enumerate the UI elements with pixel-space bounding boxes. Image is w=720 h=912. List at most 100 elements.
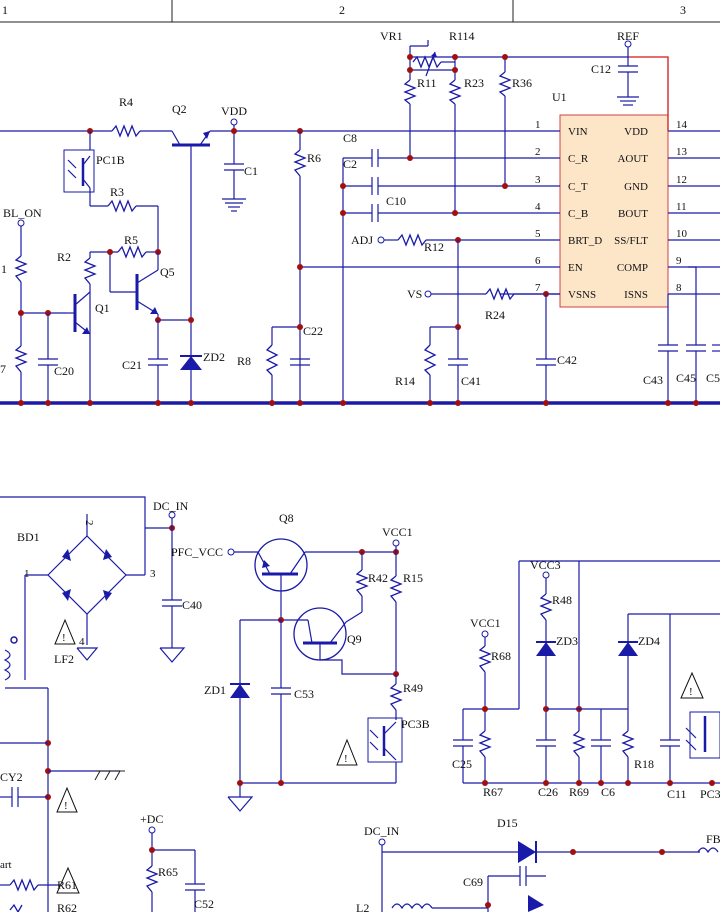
label-pc3-partial: PC3	[700, 787, 720, 801]
svg-text:!: !	[344, 753, 348, 765]
label-r2: R2	[57, 250, 71, 264]
label-r36: R36	[512, 76, 532, 90]
opto-pc1b: PC1B R3 R5 R2 Q5 C21	[57, 131, 225, 403]
ground-symbol	[227, 796, 254, 812]
ref-network: REF C12 VR1 R114 R11 R23	[380, 29, 669, 213]
label-cy2: CY2	[0, 770, 23, 784]
label-q5: Q5	[160, 265, 175, 279]
net-vs: VS	[407, 287, 422, 301]
pin-number: 1	[535, 119, 541, 131]
label-c22: C22	[303, 324, 323, 338]
net-ref: REF	[617, 29, 639, 43]
svg-text:!: !	[64, 800, 68, 812]
pin-number: 2	[535, 146, 541, 158]
ground-symbol	[159, 647, 186, 663]
pin-number: 4	[535, 201, 541, 213]
label-r12: R12	[424, 240, 444, 254]
pin-name: COMP	[617, 262, 648, 274]
label-c43: C43	[643, 373, 663, 387]
label-r49: R49	[403, 681, 423, 695]
ic-ref: U1	[552, 90, 567, 104]
label-c52: C52	[194, 897, 214, 911]
label-r5: R5	[124, 233, 138, 247]
net-vdd: VDD	[221, 104, 247, 118]
pin-name: AOUT	[617, 153, 648, 165]
label-r15: R15	[403, 571, 423, 585]
label-r67: R67	[483, 785, 503, 799]
label-r4: R4	[119, 95, 133, 109]
pin-name: C_T	[568, 181, 588, 193]
net-plus-dc: +DC	[140, 812, 163, 826]
warning-triangle-icon: !	[336, 738, 358, 766]
label-c10: C10	[386, 194, 406, 208]
bridge-pin: 2	[83, 520, 95, 526]
pin-name: GND	[624, 181, 648, 193]
label-c20: C20	[54, 364, 74, 378]
pin-name: BRT_D	[568, 235, 602, 247]
net-bl-on: BL_ON	[3, 206, 42, 220]
pin-number: 8	[676, 282, 682, 294]
pin-number: 10	[676, 228, 688, 240]
label-c6: C6	[601, 785, 615, 799]
pin-name: C_R	[568, 153, 589, 165]
label-c25: C25	[452, 757, 472, 771]
pin-number: 9	[676, 255, 682, 267]
bridge-pin: 3	[150, 568, 156, 580]
pin-number: 13	[676, 146, 688, 158]
label-c1: C1	[244, 164, 258, 178]
warning-triangle-icon	[56, 866, 80, 894]
ic-u1: U1 1 2 3 4 5 6 7 VIN C_R C_T C_B BRT_D E…	[500, 90, 720, 308]
label-r68: R68	[491, 649, 511, 663]
pin-name: ISNS	[624, 289, 648, 301]
pin-name: VDD	[624, 126, 648, 138]
label-r1-partial: 1	[1, 262, 7, 276]
lf2-filter: LF2 ! CY2 ! art R61 R62	[0, 575, 125, 912]
label-q1: Q1	[95, 301, 110, 315]
pin-number: 6	[535, 255, 541, 267]
pin-name: VSNS	[568, 289, 596, 301]
label-r65: R65	[158, 865, 178, 879]
label-r114: R114	[449, 29, 475, 43]
label-zd1: ZD1	[204, 683, 226, 697]
label-c8: C8	[343, 131, 357, 145]
label-r42: R42	[368, 571, 388, 585]
label-vr1: VR1	[380, 29, 403, 43]
pin-name: EN	[568, 262, 583, 274]
vcc-regulation: VCC1 R68 C25 R67 VCC3 R48 ZD3 C26	[452, 558, 720, 801]
warning-triangle-icon: !	[56, 786, 78, 813]
zone-label: 1	[2, 3, 8, 17]
label-q2: Q2	[172, 102, 187, 116]
label-c2: C2	[343, 157, 357, 171]
pin-number: 12	[676, 174, 687, 186]
label-c42: C42	[557, 353, 577, 367]
label-r23: R23	[464, 76, 484, 90]
svg-text:!: !	[689, 686, 693, 698]
pin-name: VIN	[568, 126, 588, 138]
chassis-ground-icon	[94, 770, 125, 781]
pin-name: C_B	[568, 208, 588, 220]
net-dc-in-2: DC_IN	[364, 824, 400, 838]
label-r61: R61	[57, 878, 77, 892]
label-c5-partial: C5	[706, 371, 720, 385]
zone-label: 3	[680, 3, 686, 17]
bus-junctions	[18, 400, 549, 406]
label-r24: R24	[485, 308, 505, 322]
enable-network: R6 R8 C22	[237, 131, 500, 403]
label-r69: R69	[569, 785, 589, 799]
svg-text:!: !	[62, 632, 66, 644]
label-lf2: LF2	[54, 652, 74, 666]
ground-symbol	[76, 647, 99, 661]
label-art: art	[0, 859, 12, 871]
label-pc3b: PC3B	[401, 717, 430, 731]
label-r48: R48	[552, 593, 572, 607]
bridge-bd1: BD1 1 2 3 4 DC_IN C40	[0, 496, 202, 663]
label-q9: Q9	[347, 632, 362, 646]
label-c21: C21	[122, 358, 142, 372]
label-r7-partial: 7	[0, 362, 6, 376]
ground-symbol	[617, 96, 639, 106]
label-zd4: ZD4	[638, 634, 660, 648]
label-r18: R18	[634, 757, 654, 771]
label-l2: L2	[356, 901, 369, 912]
label-zd2: ZD2	[203, 350, 225, 364]
